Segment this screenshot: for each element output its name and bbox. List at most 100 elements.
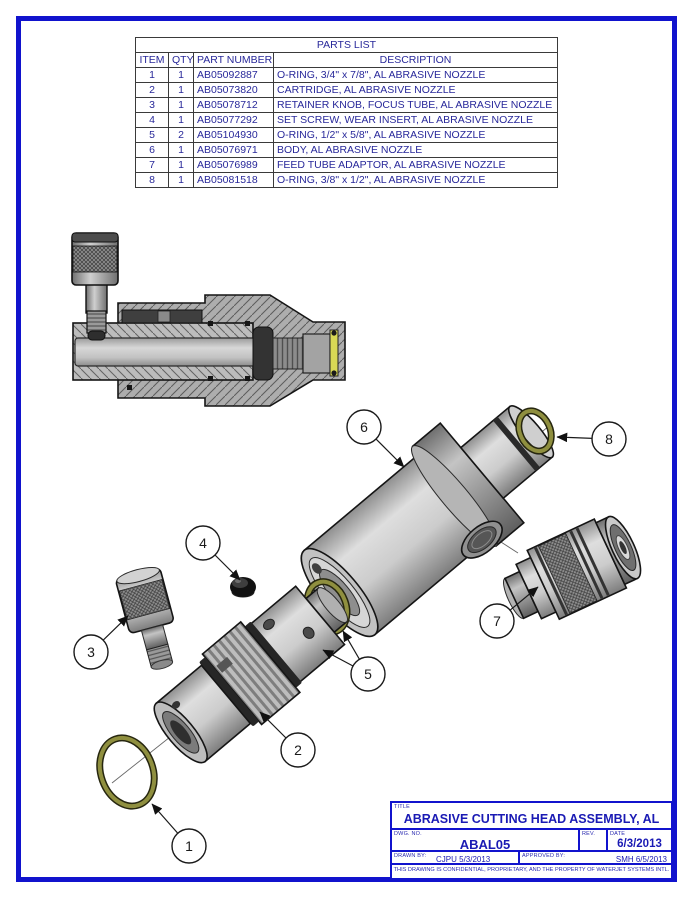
qty-cell: 1: [168, 67, 194, 83]
balloon-8: 8: [591, 421, 627, 457]
cartridge-face-hole: [171, 701, 181, 709]
item-cell: 3: [135, 97, 169, 113]
part-number-cell: AB05092887: [193, 67, 274, 83]
description-cell: O-RING, 3/4" x 7/8", AL ABRASIVE NOZZLE: [273, 67, 558, 83]
balloon-circle-1: [171, 828, 207, 864]
balloon-circle-8: [591, 421, 627, 457]
part-number-cell: AB05076971: [193, 142, 274, 158]
description-cell: FEED TUBE ADAPTOR, AL ABRASIVE NOZZLE: [273, 157, 558, 173]
balloon-circle-7: [479, 603, 515, 639]
balloon-3: 3: [73, 634, 109, 670]
balloon-6: 6: [346, 409, 382, 445]
qty-cell: 2: [168, 127, 194, 143]
balloon-number-6: 6: [360, 419, 368, 435]
exploded-assembly-view: 1 2 3 4 5 6 7 8: [73, 405, 642, 864]
description-cell: O-RING, 3/8" x 1/2", AL ABRASIVE NOZZLE: [273, 172, 558, 188]
balloon-2: 2: [280, 732, 316, 768]
oring-dot: [208, 376, 213, 381]
balloon-circle-5: [350, 656, 386, 692]
parts-list-title-row: PARTS LIST: [135, 37, 558, 53]
adaptor-knurl: [537, 532, 598, 614]
nozzle-collar: [302, 333, 331, 374]
item-cell: 7: [135, 157, 169, 173]
description-cell: RETAINER KNOB, FOCUS TUBE, AL ABRASIVE N…: [273, 97, 558, 113]
insert-key: [157, 310, 171, 323]
body-face-hole: [311, 563, 322, 574]
col-header-description: DESCRIPTION: [273, 52, 558, 68]
balloon-layer: 1 2 3 4 5 6 7 8: [73, 409, 627, 864]
bore-tube: [74, 337, 256, 367]
rev-cell: REV.: [580, 830, 608, 850]
confidential-note: THIS DRAWING IS CONFIDENTIAL, PROPRIETAR…: [393, 867, 670, 873]
part-number-cell: AB05077292: [193, 112, 274, 128]
part-number-cell: AB05081518: [193, 172, 274, 188]
balloon-circle-2: [280, 732, 316, 768]
cartridge-hole: [262, 618, 275, 631]
item-cell: 8: [135, 172, 169, 188]
col-header-qty: QTY: [168, 52, 194, 68]
dwg-no-label: DWG. NO.: [394, 831, 422, 837]
knob-knurl: [118, 579, 171, 621]
approved-by-label: APPROVED BY:: [522, 853, 566, 859]
cartridge-notch: [216, 656, 233, 673]
qty-cell: 1: [168, 142, 194, 158]
balloon-number-5: 5: [364, 666, 372, 682]
section-body: [72, 294, 346, 407]
balloon-1: 1: [171, 828, 207, 864]
knob-threads: [86, 310, 107, 334]
item-cell: 5: [135, 127, 169, 143]
body-side-port: [460, 520, 503, 559]
part-feed-tube-adaptor: [503, 515, 642, 621]
balloon-number-1: 1: [185, 838, 193, 854]
dwg-no-cell: DWG. NO. ABAL05: [392, 830, 580, 852]
oring-dot: [331, 330, 337, 336]
approved-by-value: SMH 6/5/2013: [615, 855, 667, 864]
dwg-rev-date-row: DWG. NO. ABAL05 REV. DATE 6/3/2013: [392, 830, 671, 852]
date-cell: DATE 6/3/2013: [608, 830, 671, 850]
balloon-circle-6: [346, 409, 382, 445]
cartridge-end-cap: [252, 326, 274, 381]
balloon-7: 7: [479, 603, 515, 639]
drawn-by-value: CJPU 5/3/2013: [436, 855, 491, 864]
drawn-by-cell: DRAWN BY: CJPU 5/3/2013: [392, 852, 520, 864]
date-label: DATE: [610, 831, 626, 837]
col-header-part-number: PART NUMBER: [193, 52, 274, 68]
description-cell: CARTRIDGE, AL ABRASIVE NOZZLE: [273, 82, 558, 98]
description-cell: SET SCREW, WEAR INSERT, AL ABRASIVE NOZZ…: [273, 112, 558, 128]
assembly-section-view: [71, 232, 346, 407]
title-block: TITLE ABRASIVE CUTTING HEAD ASSEMBLY, AL…: [390, 801, 673, 880]
oring-dot: [208, 321, 213, 326]
rev-label: REV.: [582, 831, 596, 837]
part-retainer-knob: [115, 566, 174, 670]
part-oring-1: [96, 734, 158, 810]
item-cell: 1: [135, 67, 169, 83]
balloon-number-7: 7: [493, 613, 501, 629]
part-number-cell: AB05073820: [193, 82, 274, 98]
part-number-cell: AB05078712: [193, 97, 274, 113]
knob-knurl: [72, 245, 118, 273]
dwg-no-value: ABAL05: [459, 837, 511, 852]
balloon-4: 4: [185, 525, 221, 561]
balloon-circle-4: [185, 525, 221, 561]
oring-dot: [245, 376, 250, 381]
balloon-number-4: 4: [199, 535, 207, 551]
parts-list-table: PARTS LIST ITEM QTY PART NUMBER DESCRIPT…: [135, 37, 558, 188]
knob-tip: [87, 330, 106, 341]
tip-oring-section: [329, 329, 339, 377]
description-cell: O-RING, 1/2" x 5/8", AL ABRASIVE NOZZLE: [273, 127, 558, 143]
balloon-number-3: 3: [87, 644, 95, 660]
drawing-title: ABRASIVE CUTTING HEAD ASSEMBLY, AL: [403, 812, 660, 826]
oring-dot: [245, 321, 250, 326]
item-cell: 4: [135, 112, 169, 128]
section-retainer-knob: [71, 232, 119, 341]
balloon-number-2: 2: [294, 742, 302, 758]
oring-dot: [127, 385, 132, 390]
qty-cell: 1: [168, 82, 194, 98]
part-body: [300, 405, 555, 638]
qty-cell: 1: [168, 112, 194, 128]
